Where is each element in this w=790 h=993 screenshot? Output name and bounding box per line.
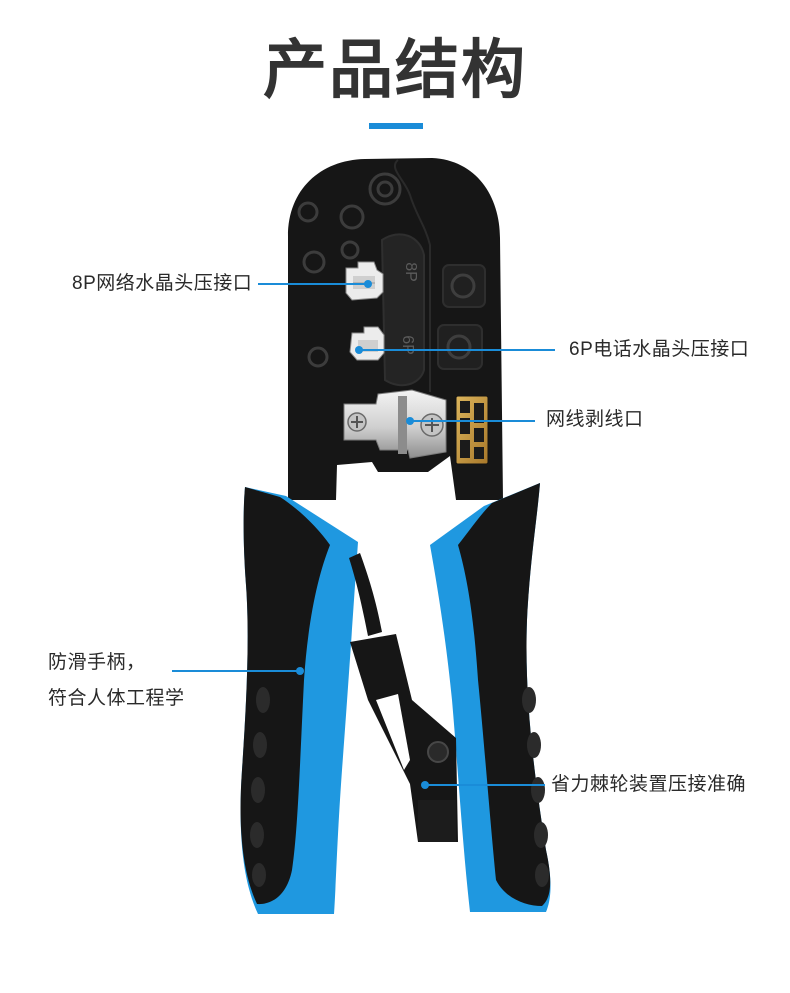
logo-mark [474, 403, 484, 423]
ratchet-spring-arm [349, 553, 382, 636]
callout-leader-line [427, 784, 545, 786]
grip-rib [250, 822, 264, 848]
page-title: 产品结构 [263, 34, 527, 106]
logo-mark [474, 428, 484, 442]
callout-dot [355, 346, 363, 354]
logo-mark [474, 447, 484, 459]
grip-rib [522, 687, 536, 713]
ratchet-plate-slot [376, 694, 410, 770]
head-gap [336, 456, 456, 500]
emboss-ring [339, 204, 365, 230]
emboss-ring [302, 250, 326, 274]
callout-leader-line [172, 670, 298, 672]
screw-right [420, 413, 444, 437]
ratchet-mechanism [349, 553, 458, 842]
callout-dot [406, 417, 414, 425]
callout-label: 省力棘轮装置压接准确 [551, 774, 747, 795]
grip-rib [531, 777, 545, 803]
callout-label: 6P电话水晶头压接口 [569, 339, 750, 360]
stripper-blade [398, 396, 407, 454]
callout-dot [296, 667, 304, 675]
die-plate: 8P 6P [380, 233, 425, 387]
emboss-ring [297, 201, 319, 223]
right-grip-ribs [522, 687, 549, 887]
left-handle-grip [240, 487, 330, 905]
ratchet-pivot [427, 741, 449, 763]
grip-rib [251, 777, 265, 803]
left-handle [240, 487, 358, 914]
die-pad-ring [446, 334, 472, 360]
callout-dot [364, 280, 372, 288]
logo-mark [460, 418, 470, 434]
callout-label-line2: 符合人体工程学 [48, 688, 185, 709]
right-die-pads [437, 264, 486, 370]
tool-head: 8P 6P [288, 158, 503, 500]
die-pad-upper [442, 264, 486, 308]
callout-leader-line [258, 283, 368, 285]
right-handle [430, 483, 551, 912]
callout-label-line1: 防滑手柄， [48, 652, 146, 673]
ratchet-end-block [418, 800, 456, 842]
die-plate-body [380, 233, 425, 387]
marking-8p: 8P [402, 262, 419, 282]
emboss-ring [368, 172, 402, 206]
head-emboss-rings [297, 172, 402, 368]
callout-label: 网线剥线口 [546, 409, 644, 430]
callout-dot [421, 781, 429, 789]
emboss-ring [307, 346, 329, 368]
callout-label: 8P网络水晶头压接口 [72, 273, 253, 294]
grip-rib [256, 687, 270, 713]
title-underline [369, 123, 423, 129]
callout-leader-line [412, 420, 535, 422]
die-pad-ring [450, 273, 476, 299]
right-handle-grip [458, 483, 551, 906]
left-grip-ribs [250, 687, 270, 887]
jaw-seam [393, 159, 431, 392]
screw-left [347, 412, 367, 432]
emboss-ring [340, 240, 360, 260]
brand-logo-icon [455, 395, 489, 465]
grip-rib [253, 732, 267, 758]
callout-leader-line [360, 349, 555, 351]
die-pad-lower [437, 324, 483, 370]
logo-mark [460, 440, 470, 458]
grip-rib [535, 863, 549, 887]
stripper-plate [343, 389, 447, 459]
grip-rib [527, 732, 541, 758]
emboss-ring [376, 180, 394, 198]
marking-6p: 6P [399, 335, 416, 355]
grip-rib [252, 863, 266, 887]
logo-mark [460, 401, 470, 413]
grip-rib [534, 822, 548, 848]
